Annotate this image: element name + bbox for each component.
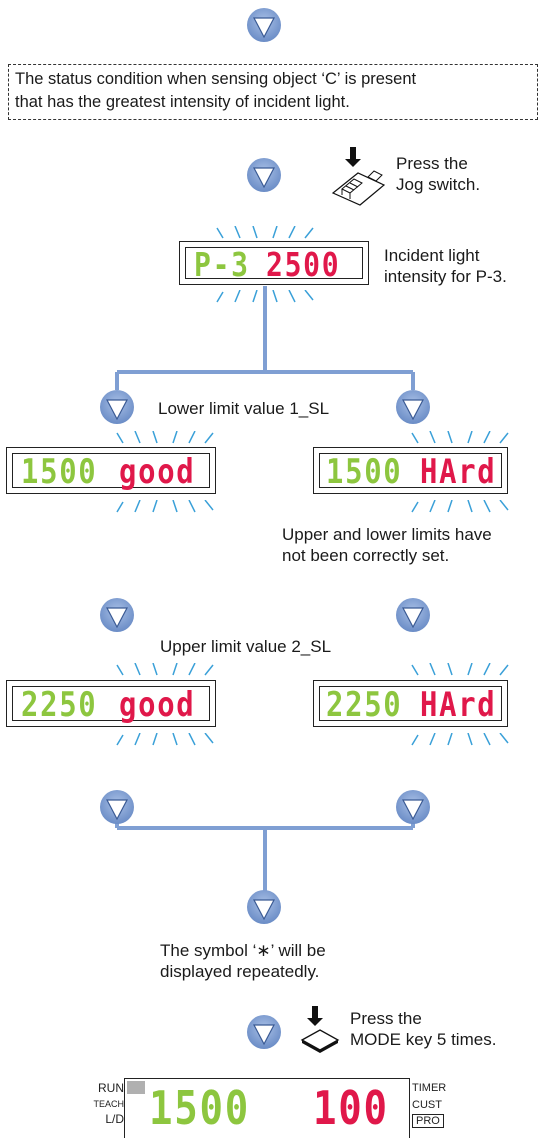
mode-line-2: MODE key 5 times. [350, 1030, 497, 1049]
mode-key-icon [300, 1006, 340, 1053]
incident-line-2: intensity for P-3. [384, 267, 507, 286]
flow-arrow-icon [247, 1015, 281, 1049]
blink-indicator [116, 663, 214, 676]
display-status: HArd [420, 452, 497, 492]
display-status: good [119, 685, 196, 725]
error-line-1: Upper and lower limits have [282, 525, 492, 544]
run-label: RUN [98, 1081, 124, 1095]
display-value: 2500 [266, 245, 341, 284]
teach-label: TEACH [93, 1099, 124, 1109]
upper-limit-label: Upper limit value 2_SL [160, 637, 332, 656]
symbol-line-1: The symbol ‘∗’ will be [160, 941, 326, 960]
jog-line-1: Press the [396, 154, 468, 173]
upper-hard-display: 2250 HArd [313, 680, 508, 727]
blink-indicator [216, 226, 314, 239]
pro-label: PRO [412, 1114, 444, 1128]
flow-arrow-icon [396, 390, 430, 424]
incident-caption: Incident light intensity for P-3. [384, 245, 507, 287]
blink-indicator [116, 500, 214, 513]
final-display: 1500 100 [124, 1078, 410, 1138]
display-value: 100 [313, 1081, 389, 1135]
blink-indicator [116, 431, 214, 444]
flow-arrow-icon [100, 390, 134, 424]
blink-indicator [411, 500, 509, 513]
blink-indicator [116, 733, 214, 746]
lower-hard-display: 1500 HArd [313, 447, 508, 494]
flow-arrow-icon [396, 598, 430, 632]
mode-labels-right: TIMER CUST PRO [412, 1082, 462, 1129]
jog-line-2: Jog switch. [396, 175, 481, 194]
incident-display: P-3 2500 [179, 241, 369, 285]
flow-arrow-icon [247, 8, 281, 42]
mode-labels-left: RUN TEACH L/D [92, 1082, 124, 1125]
mode-line-1: Press the [350, 1009, 422, 1028]
display-value: 1500 [326, 452, 403, 492]
note-line-2: that has the greatest intensity of incid… [15, 93, 350, 111]
display-value: 2250 [326, 685, 403, 725]
blink-indicator [411, 733, 509, 746]
display-value: 1500 [149, 1081, 250, 1135]
note-line-1: The status condition when sensing object… [15, 70, 417, 88]
lower-good-display: 1500 good [6, 447, 216, 494]
status-note: The status condition when sensing object… [8, 64, 538, 120]
display-status: good [119, 452, 196, 492]
blink-indicator [411, 431, 509, 444]
symbol-caption: The symbol ‘∗’ will be displayed repeate… [160, 940, 326, 982]
display-value: 2250 [21, 685, 98, 725]
mode-instruction: Press the MODE key 5 times. [350, 1008, 496, 1050]
ld-label: L/D [105, 1112, 124, 1126]
upper-good-display: 2250 good [6, 680, 216, 727]
flow-arrow-icon [100, 790, 134, 824]
flow-arrow-icon [100, 598, 134, 632]
display-value: 1500 [21, 452, 98, 492]
display-status: HArd [420, 685, 497, 725]
flow-arrow-icon [247, 890, 281, 924]
jog-switch-icon [331, 147, 386, 206]
incident-line-1: Incident light [384, 246, 480, 265]
lower-limit-label: Lower limit value 1_SL [158, 399, 330, 418]
jog-instruction: Press the Jog switch. [396, 153, 480, 195]
indicator-lamp [127, 1081, 145, 1094]
error-line-2: not been correctly set. [282, 546, 450, 565]
error-caption: Upper and lower limits have not been cor… [282, 524, 492, 566]
cust-label: CUST [412, 1099, 442, 1111]
flow-arrow-icon [247, 158, 281, 192]
blink-indicator [216, 290, 314, 303]
timer-label: TIMER [412, 1082, 447, 1094]
symbol-line-2: displayed repeatedly. [160, 962, 320, 981]
flow-arrow-icon [396, 790, 430, 824]
blink-indicator [411, 663, 509, 676]
display-channel: P-3 [194, 245, 250, 284]
